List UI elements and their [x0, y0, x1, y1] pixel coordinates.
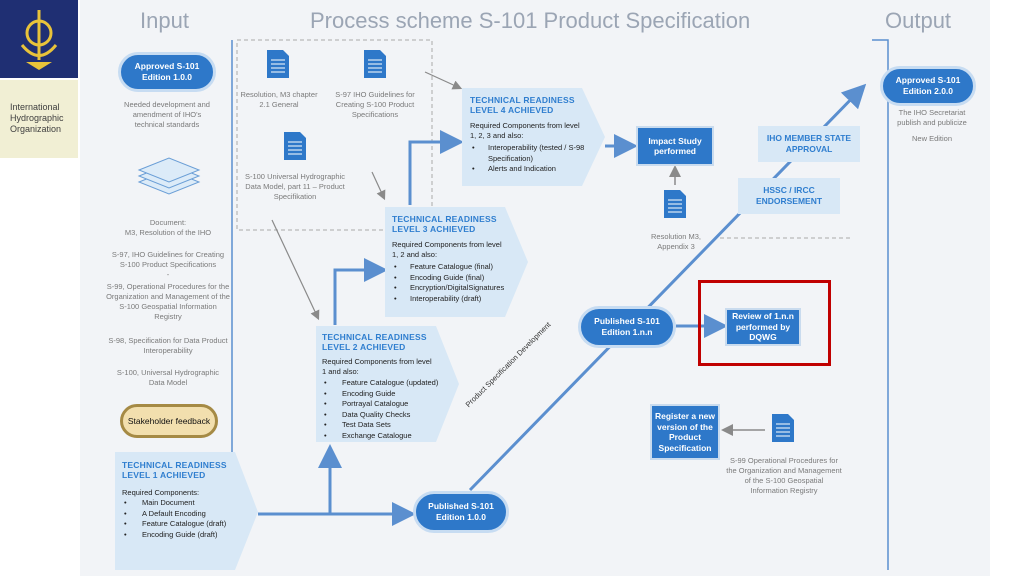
doc-item-s98: S-98, Specification for Data Product Int…	[108, 336, 228, 355]
list-item: Encryption/DigitalSignatures	[392, 283, 527, 294]
level3-title: TECHNICAL READINESS LEVEL 3 ACHIEVED	[392, 214, 497, 234]
list-item: A Default Encoding	[122, 509, 242, 520]
register-box: Register a new version of the Product Sp…	[650, 404, 720, 460]
approved-output-pill: Approved S-101 Edition 2.0.0	[880, 66, 976, 106]
ref-s100: S-100 Universal Hydrographic Data Model,…	[244, 172, 346, 201]
approved-input-pill: Approved S-101 Edition 1.0.0	[118, 52, 216, 92]
level3-list: Feature Catalogue (final) Encoding Guide…	[392, 262, 527, 304]
level4-list: Interoperability (tested / S-98 Specific…	[470, 143, 600, 175]
level1-title: TECHNICAL READINESS LEVEL 1 ACHIEVED	[122, 460, 227, 480]
level2-sub: Required Components from level 1 and als…	[322, 357, 432, 376]
stakeholder-feedback: Stakeholder feedback	[120, 404, 218, 438]
iho-logo	[0, 0, 78, 78]
list-item: Feature Catalogue (final)	[392, 262, 527, 273]
list-item: Feature Catalogue (updated)	[322, 378, 452, 389]
header-output: Output	[885, 8, 952, 33]
level2-list: Feature Catalogue (updated) Encoding Gui…	[322, 378, 452, 441]
list-item: Encoding Guide (final)	[392, 273, 527, 284]
doc-item-s97: S-97, IHO Guidelines for Creating S-100 …	[111, 250, 225, 269]
ref-m3: Resolution, M3 chapter 2.1 General	[240, 90, 318, 109]
list-item: Encoding Guide	[322, 389, 452, 400]
published-100-pill: Published S-101 Edition 1.0.0	[413, 491, 509, 533]
s99-text: S-99 Operational Procedures for the Orga…	[726, 456, 842, 495]
published-1nn-pill: Published S-101 Edition 1.n.n	[578, 306, 676, 348]
list-item: Alerts and Indication	[470, 164, 600, 175]
impact-study-box: Impact Study performed	[636, 126, 714, 166]
review-box: Review of 1.n.n performed by DQWG	[725, 308, 801, 346]
list-item: Feature Catalogue (draft)	[122, 519, 242, 530]
header-input: Input	[140, 8, 189, 33]
document-icon	[664, 190, 686, 218]
needed-dev-text: Needed development and amendment of IHO'…	[124, 100, 210, 129]
list-item: Interoperability (draft)	[392, 294, 527, 305]
list-item: Interoperability (tested / S-98 Specific…	[470, 143, 600, 164]
list-item: Exchange Catalogue	[322, 431, 452, 442]
res-m3-appendix: Resolution M3, Appendix 3	[650, 232, 702, 251]
level1-sub: Required Components:	[122, 488, 200, 497]
org-name: International Hydrographic Organization	[10, 102, 64, 134]
org-panel	[0, 80, 78, 158]
highlight-frame	[698, 280, 831, 366]
doc-item-s99: S-99, Operational Procedures for the Org…	[106, 282, 230, 321]
list-item: Test Data Sets	[322, 420, 452, 431]
ref-s97: S-97 IHO Guidelines for Creating S-100 P…	[335, 90, 415, 119]
document-icon	[267, 50, 289, 78]
list-item: Main Document	[122, 498, 242, 509]
member-state-approval: IHO MEMBER STATE APPROVAL	[758, 126, 860, 162]
new-edition-text: New Edition	[911, 134, 953, 143]
header-process: Process scheme S-101 Product Specificati…	[310, 8, 751, 33]
doc-item-sep: -	[166, 270, 170, 279]
document-icon	[772, 414, 794, 442]
level3-sub: Required Components from level 1, 2 and …	[392, 240, 502, 259]
hssc-endorsement: HSSC / IRCC ENDORSEMENT	[738, 178, 840, 214]
doc-item-s100: S-100, Universal Hydrographic Data Model	[116, 368, 220, 387]
level4-sub: Required Components from level 1, 2, 3 a…	[470, 121, 580, 140]
list-item: Portrayal Catalogue	[322, 399, 452, 410]
list-item: Encoding Guide (draft)	[122, 530, 242, 541]
secretariat-text: The IHO Secretariat publish and publiciz…	[897, 108, 967, 127]
document-icon	[284, 132, 306, 160]
document-stack-icon	[137, 157, 201, 195]
doc-item-m3: M3, Resolution of the IHO	[124, 228, 212, 237]
list-item: Data Quality Checks	[322, 410, 452, 421]
iho-emblem-icon	[20, 10, 58, 70]
level2-title: TECHNICAL READINESS LEVEL 2 ACHIEVED	[322, 332, 427, 352]
document-icon	[364, 50, 386, 78]
document-label: Document:	[149, 218, 187, 227]
level1-list: Main Document A Default Encoding Feature…	[122, 498, 242, 540]
level4-title: TECHNICAL READINESS LEVEL 4 ACHIEVED	[470, 95, 575, 115]
